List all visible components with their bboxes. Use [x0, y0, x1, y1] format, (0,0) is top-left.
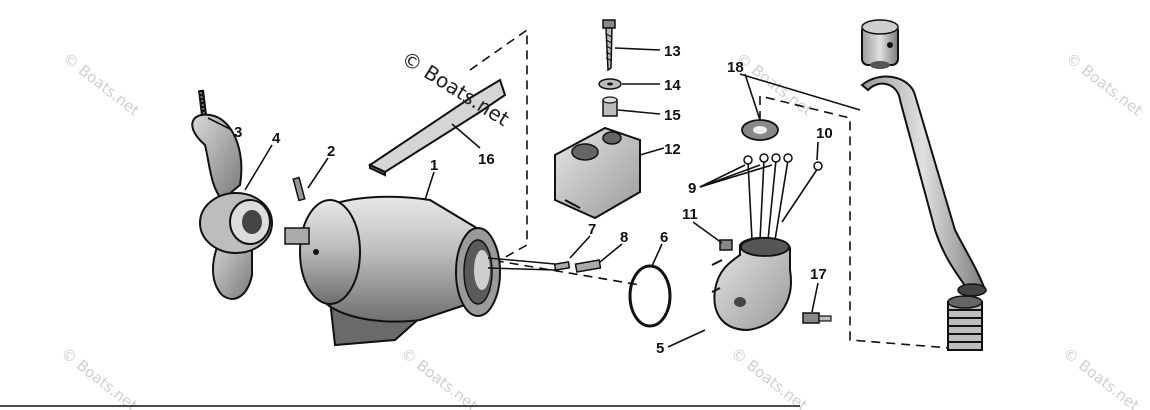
label-part-15: 15 — [664, 107, 681, 124]
part-12-mounting-block — [554, 126, 641, 220]
watermark-text: © Boats.net — [58, 344, 141, 410]
label-part-13: 13 — [664, 43, 681, 60]
part-4-propeller — [191, 113, 273, 300]
label-part-16: 16 — [478, 151, 495, 168]
part-15-sleeve — [602, 96, 618, 117]
part-6-o-ring — [628, 264, 672, 328]
label-part-8: 8 — [620, 229, 628, 246]
label-part-5: 5 — [656, 340, 664, 357]
part-18-grommet — [741, 119, 779, 141]
steering-tube — [860, 19, 987, 351]
part-17-bolt — [802, 312, 832, 324]
assembly-guide-lines — [469, 28, 976, 351]
label-part-1: 1 — [430, 157, 438, 174]
label-part-6: 6 — [660, 229, 668, 246]
label-part-18: 18 — [727, 59, 744, 76]
leader-lines — [207, 47, 861, 348]
part-16-clamp-bar — [367, 78, 507, 177]
watermark-text: © Boats.net — [398, 344, 481, 410]
part-10-wire — [781, 161, 823, 223]
part-8-pin — [574, 259, 602, 273]
part-5-housing — [711, 236, 792, 332]
part-labels: 1 2 3 4 5 6 7 8 9 10 11 12 13 14 15 16 1… — [234, 43, 833, 357]
label-part-2: 2 — [327, 143, 335, 160]
part-7-pin — [553, 260, 571, 272]
part-1-motor — [284, 195, 556, 347]
watermark-text: © Boats.net — [1063, 49, 1146, 120]
part-2-shear-pin — [292, 176, 306, 202]
watermark-text: © Boats.net — [1060, 344, 1143, 410]
label-part-9: 9 — [688, 180, 696, 197]
watermark-text: © Boats.net — [60, 49, 143, 120]
label-part-7: 7 — [588, 221, 596, 238]
label-part-10: 10 — [816, 125, 833, 142]
part-14-washer — [598, 78, 622, 90]
label-part-17: 17 — [810, 266, 827, 283]
part-11-plug — [719, 239, 733, 251]
label-part-4: 4 — [272, 130, 281, 147]
part-9-wires — [743, 153, 793, 241]
part-13-screw — [602, 19, 616, 72]
watermark-text: © Boats.net — [728, 344, 811, 410]
label-part-14: 14 — [664, 77, 681, 94]
label-part-12: 12 — [664, 141, 681, 158]
label-part-3: 3 — [234, 124, 242, 141]
label-part-11: 11 — [682, 206, 698, 223]
